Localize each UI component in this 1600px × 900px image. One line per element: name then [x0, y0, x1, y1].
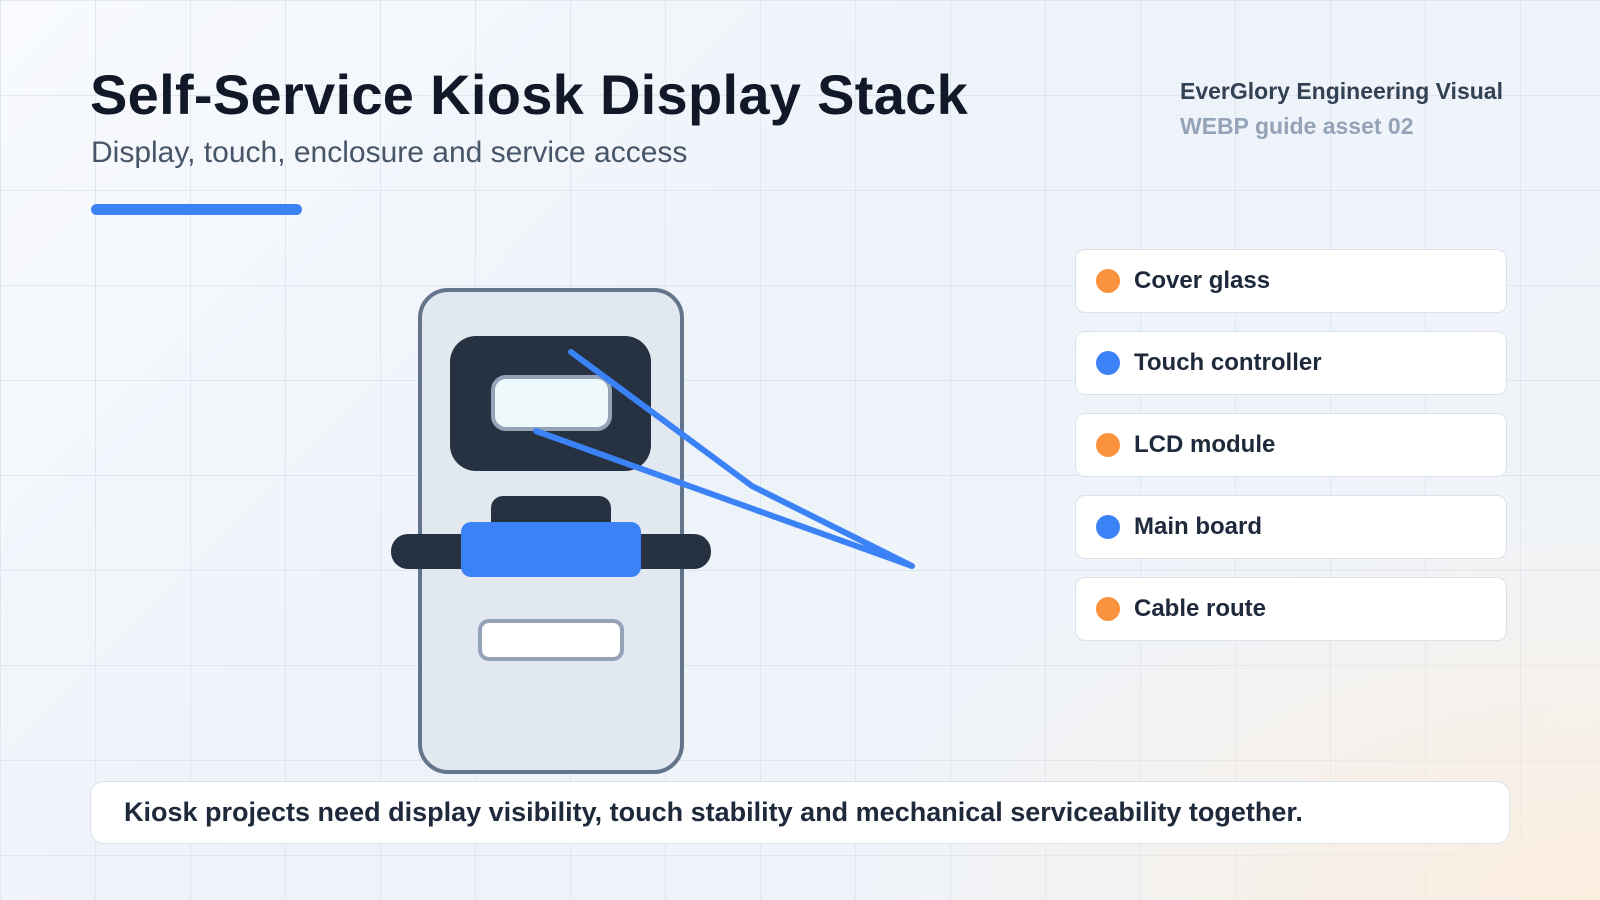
legend-label-cover-glass: Cover glass — [1134, 267, 1271, 294]
legend-item-lcd-module: LCD module — [1075, 413, 1507, 477]
legend-dot-cover-glass — [1096, 269, 1120, 293]
asset-label: WEBP guide asset 02 — [1180, 113, 1414, 139]
legend-label-main-board: Main board — [1134, 513, 1263, 540]
cover-glass-window — [491, 375, 612, 431]
legend-label-touch-controller: Touch controller — [1134, 349, 1322, 376]
summary-callout: Kiosk projects need display visibility, … — [90, 781, 1510, 844]
legend-dot-cable-route — [1096, 597, 1120, 621]
service-access-slot — [478, 619, 624, 661]
title-accent-bar — [91, 204, 302, 215]
legend-item-cable-route: Cable route — [1075, 577, 1507, 641]
page-subtitle: Display, touch, enclosure and service ac… — [91, 136, 688, 169]
legend-label-cable-route: Cable route — [1134, 595, 1267, 622]
summary-callout-text: Kiosk projects need display visibility, … — [124, 797, 1303, 827]
brand-label: EverGlory Engineering Visual — [1180, 78, 1503, 104]
main-board — [461, 522, 641, 577]
legend-label-lcd-module: LCD module — [1134, 431, 1276, 458]
cable-route-line — [533, 349, 915, 569]
legend-dot-touch-controller — [1096, 351, 1120, 375]
component-legend: Cover glass Touch controller LCD module … — [1075, 249, 1507, 659]
legend-item-main-board: Main board — [1075, 495, 1507, 559]
legend-item-touch-controller: Touch controller — [1075, 331, 1507, 395]
legend-item-cover-glass: Cover glass — [1075, 249, 1507, 313]
legend-dot-lcd-module — [1096, 433, 1120, 457]
page-title: Self-Service Kiosk Display Stack — [90, 63, 969, 126]
legend-dot-main-board — [1096, 515, 1120, 539]
